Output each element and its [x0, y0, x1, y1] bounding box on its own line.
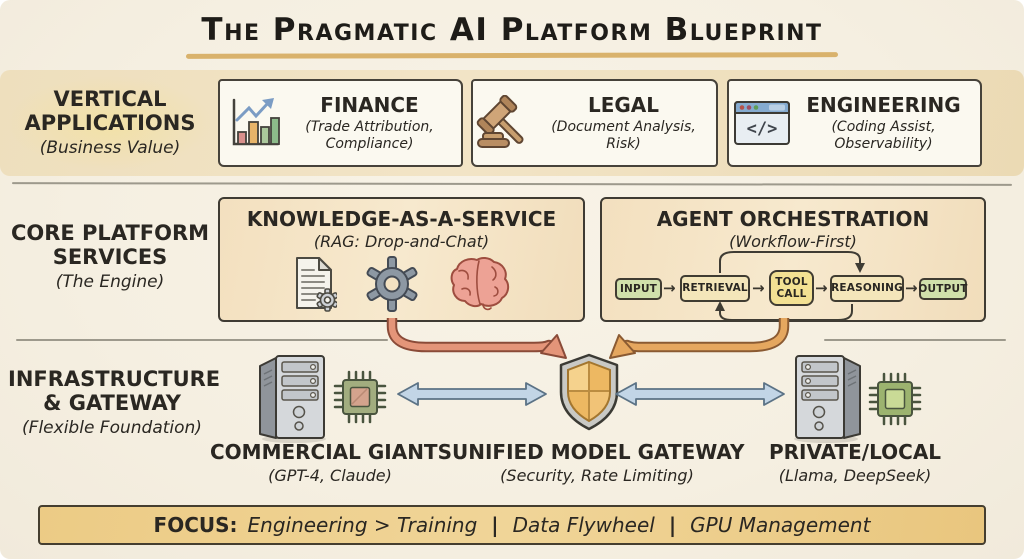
orchestration-title: AGENT ORCHESTRATION	[656, 207, 930, 231]
title-underline	[185, 52, 839, 59]
pipeline-step-output: OUTPUT	[918, 278, 967, 300]
infrastructure-label: INFRASTRUCTURE & GATEWAY	[8, 367, 221, 415]
commercial-giants-title: COMMERCIAL GIANTS	[210, 440, 452, 464]
shield-icon	[556, 352, 622, 432]
finance-card: FINANCE (Trade Attribution, Compliance)	[218, 79, 463, 167]
pipeline-step-tool-call: TOOL CALL	[769, 270, 814, 306]
bar-chart-growth-icon	[220, 96, 286, 150]
commercial-giants-subtitle: (GPT-4, Claude)	[268, 466, 392, 485]
document-gear-icon	[291, 255, 337, 313]
engineering-card: </> ENGINEERING (Coding Assist, Observab…	[727, 79, 982, 167]
private-local-title: PRIVATE/LOCAL	[768, 440, 942, 464]
services-sublabel: (The Engine)	[55, 272, 165, 293]
row-separator-bottom-right	[824, 339, 1006, 341]
pipeline-arrow-icon: →	[905, 279, 918, 297]
kaas-title: KNOWLEDGE-AS-A-SERVICE	[246, 207, 557, 231]
legal-subtitle: (Document Analysis, Risk)	[551, 118, 696, 153]
row-separator-top	[11, 182, 1013, 186]
unified-gateway-node: UNIFIED MODEL GATEWAY (Security, Rate Li…	[452, 440, 745, 485]
focus-bar: FOCUS: Engineering > Training | Data Fly…	[38, 505, 986, 545]
brain-icon	[447, 255, 513, 313]
unified-gateway-title: UNIFIED MODEL GATEWAY	[452, 440, 745, 464]
applications-label-wash	[8, 76, 212, 170]
row-separator-bottom-left	[16, 339, 388, 341]
code-window-icon: </>	[729, 98, 795, 148]
pipeline-step-retrieval: RETRIEVAL	[680, 275, 750, 302]
server-icon	[786, 352, 870, 444]
engineering-title: ENGINEERING	[806, 92, 961, 117]
commercial-giants-node: COMMERCIAL GIANTS (GPT-4, Claude)	[210, 440, 452, 485]
agent-orchestration-card: AGENT ORCHESTRATION (Workflow-First) INP…	[600, 197, 986, 322]
private-local-node: PRIVATE/LOCAL (Llama, DeepSeek)	[730, 440, 980, 485]
gateway-link-arrow-right	[615, 382, 785, 406]
knowledge-as-a-service-card: KNOWLEDGE-AS-A-SERVICE (RAG: Drop-and-Ch…	[218, 197, 585, 322]
pipeline-arrow-icon: →	[815, 279, 828, 297]
focus-label: FOCUS:	[153, 513, 238, 537]
focus-separator: |	[668, 513, 677, 537]
services-row-label: CORE PLATFORM SERVICES (The Engine)	[10, 221, 210, 293]
gear-icon	[363, 255, 421, 313]
engineering-subtitle: (Coding Assist, Observability)	[831, 118, 936, 153]
focus-item-engineering: Engineering > Training	[247, 513, 478, 537]
chip-icon	[333, 370, 387, 424]
pipeline-step-input: INPUT	[615, 278, 662, 300]
focus-item-flywheel: Data Flywheel	[512, 513, 655, 537]
services-label: CORE PLATFORM SERVICES	[10, 221, 210, 269]
focus-separator: |	[491, 513, 499, 537]
server-icon	[250, 352, 334, 444]
private-local-subtitle: (Llama, DeepSeek)	[778, 466, 932, 485]
applications-row-label: VERTICAL APPLICATIONS (Business Value)	[12, 87, 208, 159]
infrastructure-row-label: INFRASTRUCTURE & GATEWAY (Flexible Found…	[8, 367, 221, 439]
orchestration-subtitle: (Workflow-First)	[729, 232, 857, 251]
applications-sublabel: (Business Value)	[39, 138, 181, 159]
applications-label: VERTICAL APPLICATIONS	[24, 87, 196, 135]
gavel-icon	[473, 95, 539, 151]
focus-item-gpu: GPU Management	[690, 513, 871, 537]
funnel-arrows-to-gateway	[386, 318, 790, 359]
pipeline-arrow-icon: →	[752, 279, 765, 297]
finance-subtitle: (Trade Attribution, Compliance)	[305, 118, 434, 153]
page-title: The Pragmatic AI Platform Blueprint	[201, 12, 823, 48]
legal-title: LEGAL	[587, 92, 660, 117]
pipeline-step-reasoning: REASONING	[830, 275, 904, 302]
infrastructure-sublabel: (Flexible Foundation)	[22, 418, 202, 439]
svg-text:</>: </>	[747, 119, 778, 139]
legal-card: LEGAL (Document Analysis, Risk)	[471, 79, 718, 167]
pipeline-arrow-icon: →	[663, 279, 676, 297]
chip-icon	[868, 372, 922, 426]
finance-title: FINANCE	[320, 92, 419, 117]
unified-gateway-subtitle: (Security, Rate Limiting)	[500, 466, 694, 485]
gateway-link-arrow-left	[397, 382, 547, 406]
kaas-subtitle: (RAG: Drop-and-Chat)	[313, 232, 490, 251]
